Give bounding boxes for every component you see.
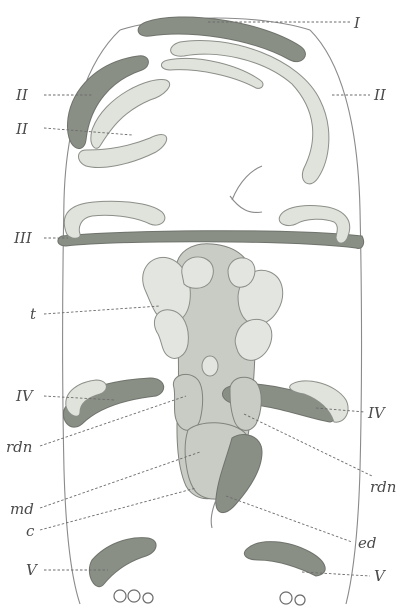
pore-left-2 bbox=[128, 590, 140, 602]
rod-II bbox=[161, 58, 263, 88]
label-II-lower-left: II bbox=[15, 120, 29, 138]
pore-left-1 bbox=[114, 590, 126, 602]
upper-loop-right bbox=[228, 258, 255, 287]
label-IV-right: IV bbox=[367, 404, 387, 422]
pore-right-1 bbox=[280, 592, 292, 604]
band-V-right bbox=[244, 542, 325, 576]
pore-left-3 bbox=[143, 593, 153, 603]
label-V-right: V bbox=[374, 567, 387, 585]
leader-c bbox=[40, 488, 196, 530]
pore-right-2 bbox=[295, 595, 305, 605]
label-t: t bbox=[30, 305, 37, 323]
rdn-left bbox=[173, 374, 202, 430]
small-vesicle bbox=[202, 356, 218, 376]
rdn-right bbox=[230, 377, 261, 430]
nerve-thread bbox=[230, 166, 262, 212]
label-II-right: II bbox=[373, 86, 387, 104]
label-ed: ed bbox=[358, 534, 376, 552]
label-V-left: V bbox=[26, 561, 39, 579]
leader-t bbox=[44, 306, 160, 314]
label-III: III bbox=[13, 229, 33, 247]
label-II-upper-left: II bbox=[15, 86, 29, 104]
label-rdn-right: rdn bbox=[370, 478, 396, 496]
label-rdn-left: rdn bbox=[6, 438, 32, 456]
label-I-top: I bbox=[353, 14, 361, 32]
band-V-left bbox=[89, 538, 156, 587]
leader-ed bbox=[226, 496, 352, 542]
label-c: c bbox=[26, 522, 35, 540]
label-md: md bbox=[10, 500, 34, 518]
label-IV-left: IV bbox=[15, 387, 35, 405]
leader-rdn-right bbox=[244, 414, 372, 476]
upper-loop-left bbox=[182, 257, 214, 288]
